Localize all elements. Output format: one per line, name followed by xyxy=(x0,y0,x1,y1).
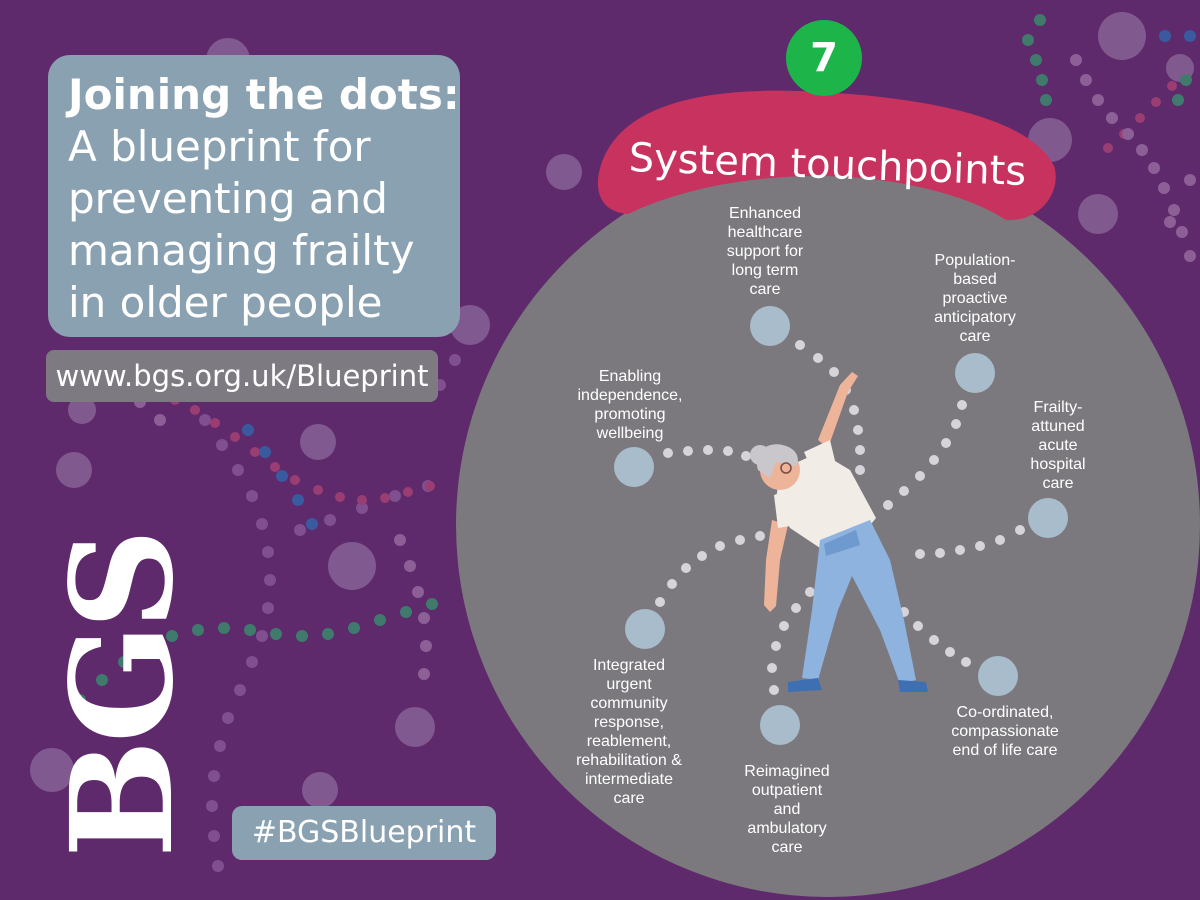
title-line-4: managing frailty xyxy=(68,226,415,275)
touchpoint-label-integrated: Integrated urgent community response, re… xyxy=(576,657,682,807)
title-box: Joining the dots: A blueprint for preven… xyxy=(48,55,460,337)
touchpoint-node-enabling xyxy=(614,447,654,487)
touchpoint-label-long-term-care: Enhanced healthcare support for long ter… xyxy=(726,205,804,298)
touchpoint-node-acute-hospital xyxy=(1028,498,1068,538)
touchpoint-node-population xyxy=(955,353,995,393)
touchpoint-label-end-of-life: Co-ordinated, compassionate end of life … xyxy=(951,704,1059,759)
touchpoint-label-population: Population- based proactive anticipatory… xyxy=(934,252,1016,345)
touchpoint-node-outpatient xyxy=(760,705,800,745)
touchpoint-node-end-of-life xyxy=(978,656,1018,696)
website-url[interactable]: www.bgs.org.uk/Blueprint xyxy=(46,350,438,402)
title-line-3: preventing and xyxy=(68,174,388,223)
touchpoint-node-long-term-care xyxy=(750,306,790,346)
touchpoint-label-outpatient: Reimagined outpatient and ambulatory car… xyxy=(744,763,830,856)
title-line-5: in older people xyxy=(68,278,383,327)
touchpoint-label-acute-hospital: Frailty- attuned acute hospital care xyxy=(1030,399,1086,492)
bgs-logo: BGS xyxy=(41,534,205,858)
title-heading: Joining the dots: xyxy=(68,70,460,119)
bgs-logo-text: BGS xyxy=(41,534,205,858)
hashtag-badge: #BGSBlueprint xyxy=(232,806,496,860)
title-line-2: A blueprint for xyxy=(68,122,371,171)
touchpoint-label-enabling: Enabling independence, promoting wellbei… xyxy=(577,368,683,442)
touchpoint-node-integrated xyxy=(625,609,665,649)
section-number-badge: 7 xyxy=(786,20,862,96)
